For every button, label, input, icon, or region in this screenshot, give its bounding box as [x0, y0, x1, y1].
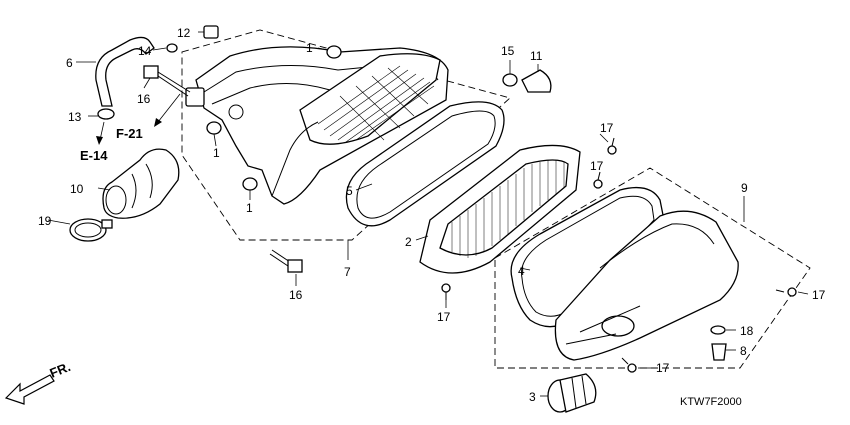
diagram-code: KTW7F2000: [680, 396, 742, 408]
air-cleaner-cover: [554, 210, 739, 361]
gasket-5-inner: [356, 110, 496, 219]
clip-14: [166, 43, 178, 53]
nut-15: [502, 73, 518, 87]
gasket-5: [345, 101, 505, 227]
callout-7: 7: [344, 265, 351, 279]
callout-15: 15: [501, 44, 515, 58]
callout-17e: 17: [656, 361, 670, 375]
screw-17-b: [593, 171, 603, 189]
callout-1a: 1: [306, 41, 313, 55]
drain-plug-8: [711, 343, 727, 361]
arrow-f21-head: [154, 118, 162, 127]
bolt-16-upper: [143, 65, 191, 97]
callout-2: 2: [405, 235, 412, 249]
callout-5: 5: [346, 184, 353, 198]
filter-element: [419, 144, 581, 274]
callout-9: 9: [741, 181, 748, 195]
funnel-3: [547, 373, 597, 413]
reference-f21: F-21: [116, 126, 143, 141]
callout-14: 14: [138, 44, 152, 58]
o-ring-18: [710, 325, 726, 335]
screw-17-a: [607, 137, 617, 155]
connecting-tube: [102, 148, 180, 219]
grommet-1a: [326, 45, 342, 59]
callout-11: 11: [530, 49, 543, 63]
screw-17-c: [441, 283, 451, 300]
screw-17-e: [621, 357, 637, 373]
callout-4: 4: [518, 264, 525, 278]
bolt-16-lower: [269, 249, 303, 273]
callout-17d: 17: [812, 288, 826, 302]
callout-18: 18: [740, 324, 754, 338]
front-direction-arrow: FR.: [4, 359, 73, 405]
callout-16b: 16: [289, 288, 303, 302]
grommet-1c: [242, 177, 258, 191]
air-cleaner-case: [185, 46, 449, 205]
screw-17-d: [775, 287, 797, 297]
callout-8: 8: [740, 344, 747, 358]
tube-clip: [97, 108, 115, 120]
cover-group-outline: [494, 167, 811, 369]
callout-12: 12: [177, 26, 191, 40]
callout-19: 19: [38, 214, 52, 228]
breather-tube: [95, 36, 155, 107]
arrow-e14-head: [96, 136, 103, 145]
grommet-1b: [206, 121, 222, 135]
front-direction-label: FR.: [48, 359, 73, 381]
callout-10: 10: [70, 182, 84, 196]
arrow-f21: [157, 93, 181, 123]
clip-nut-12: [203, 25, 219, 39]
drain-plug-11: [521, 69, 552, 93]
callout-13: 13: [68, 110, 82, 124]
callout-17a: 17: [600, 121, 614, 135]
leader-lines: [47, 31, 809, 397]
callout-17c: 17: [437, 310, 451, 324]
callout-17b: 17: [590, 159, 604, 173]
band-19: [69, 218, 113, 242]
reference-e14: E-14: [80, 148, 108, 163]
gasket-4-inner: [521, 195, 655, 317]
callout-6: 6: [66, 56, 73, 70]
callout-16a: 16: [137, 92, 151, 106]
air-cleaner-case-group-outline: [181, 29, 511, 241]
callout-1b: 1: [213, 146, 220, 160]
callout-1c: 1: [246, 201, 253, 215]
callout-3: 3: [529, 390, 536, 404]
